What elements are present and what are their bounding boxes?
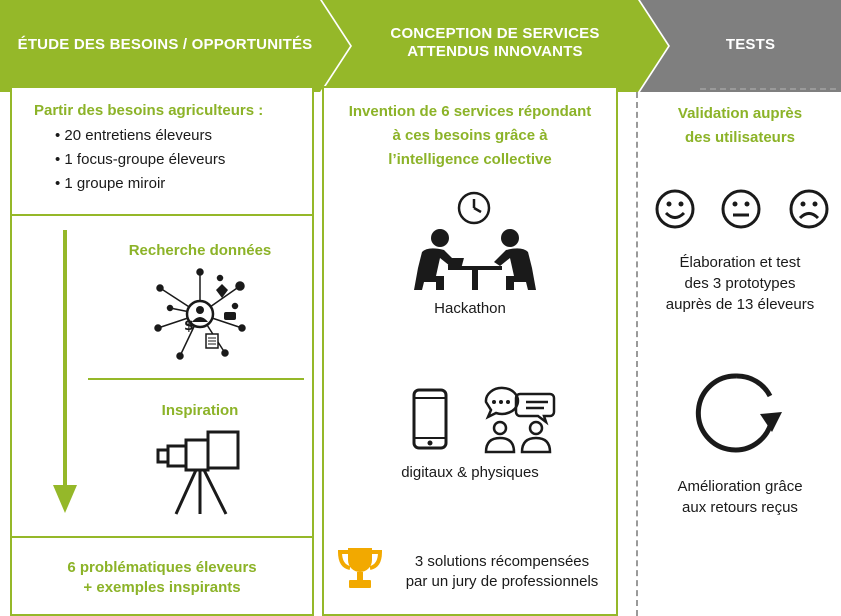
banner-step1-label: ÉTUDE DES BESOINS / OPPORTUNITÉS [17,36,313,53]
col1-bullet: • 1 focus-groupe éleveurs [55,151,226,168]
banner-step2-label: CONCEPTION DE SERVICES ATTENDUS INNOVANT… [340,25,650,61]
col3-test-line3: auprès de 13 éleveurs [665,296,815,313]
meeting-icon [414,229,536,290]
smiley-neutral-icon [721,189,761,229]
col2-title-line2: à ces besoins grâce à [392,127,548,144]
banner-step2-shape [322,0,668,92]
col1-divider-mid [88,378,304,380]
col3-test-line2: des 3 prototypes [684,275,796,292]
smartphone-icon [412,388,448,450]
col1-intro-title: Partir des besoins agriculteurs : [34,102,264,119]
digital-label: digitaux & physiques [401,464,539,481]
award-line1: 3 solutions récompensées [414,553,590,570]
telescope-icon [156,430,240,515]
col3-improve-line1: Amélioration grâce [677,478,803,495]
col3-dashed-left [636,92,638,616]
banner-step3-label: TESTS [725,36,776,53]
clock-icon [457,191,491,225]
col1-panel [10,86,314,616]
hackathon-label: Hackathon [434,300,506,317]
col3-improve-line2: aux retours reçus [682,499,798,516]
smiley-happy-icon [655,189,695,229]
banner-arrows [0,0,841,92]
col1-divider-top [10,214,314,216]
smiley-sad-icon [789,189,829,229]
col1-inspiration-title: Inspiration [161,402,239,419]
col1-result-line2: + exemples inspirants [83,579,241,596]
banner-step2-line2: ATTENDUS INNOVANTS [407,43,583,60]
col2-title-line3: l’intelligence collective [388,151,552,168]
data-network-icon: $ [154,268,246,360]
col3-test-line1: Élaboration et test [679,254,801,271]
col3-dashed-top [700,88,836,90]
down-arrow-icon [53,230,77,513]
col2-title-line1: Invention de 6 services répondant [348,103,592,120]
trophy-icon [337,548,383,588]
banner-step3-shape [640,0,841,92]
svg-text:$: $ [184,318,194,334]
col1-bullets: • 20 entretiens éleveurs • 1 focus-group… [55,124,225,196]
col1-research-title: Recherche données [128,242,272,259]
col1-result-line1: 6 problématiques éleveurs [67,559,257,576]
refresh-arrow-icon [695,373,782,453]
col3-title-line1: Validation auprès [677,105,803,122]
col1-divider-bottom [10,536,314,538]
col1-result: 6 problématiques éleveurs + exemples ins… [10,558,314,598]
banner-step1-shape [0,0,350,92]
col3-improve-text: Amélioration grâce aux retours reçus [640,476,840,518]
col2-panel [322,86,618,616]
col1-bullet: • 1 groupe miroir [55,175,166,192]
award-text: 3 solutions récompensées par un jury de … [392,552,612,592]
award-line2: par un jury de professionnels [405,573,599,590]
col2-title: Invention de 6 services répondant à ces … [322,100,618,172]
col3-title: Validation auprès des utilisateurs [640,102,840,150]
col3-title-line2: des utilisateurs [684,129,796,146]
chat-people-icon [484,386,556,454]
col1-bullet: • 20 entretiens éleveurs [55,127,213,144]
col3-test-text: Élaboration et test des 3 prototypes aup… [640,252,840,315]
banner-step2-line1: CONCEPTION DE SERVICES [390,25,600,42]
